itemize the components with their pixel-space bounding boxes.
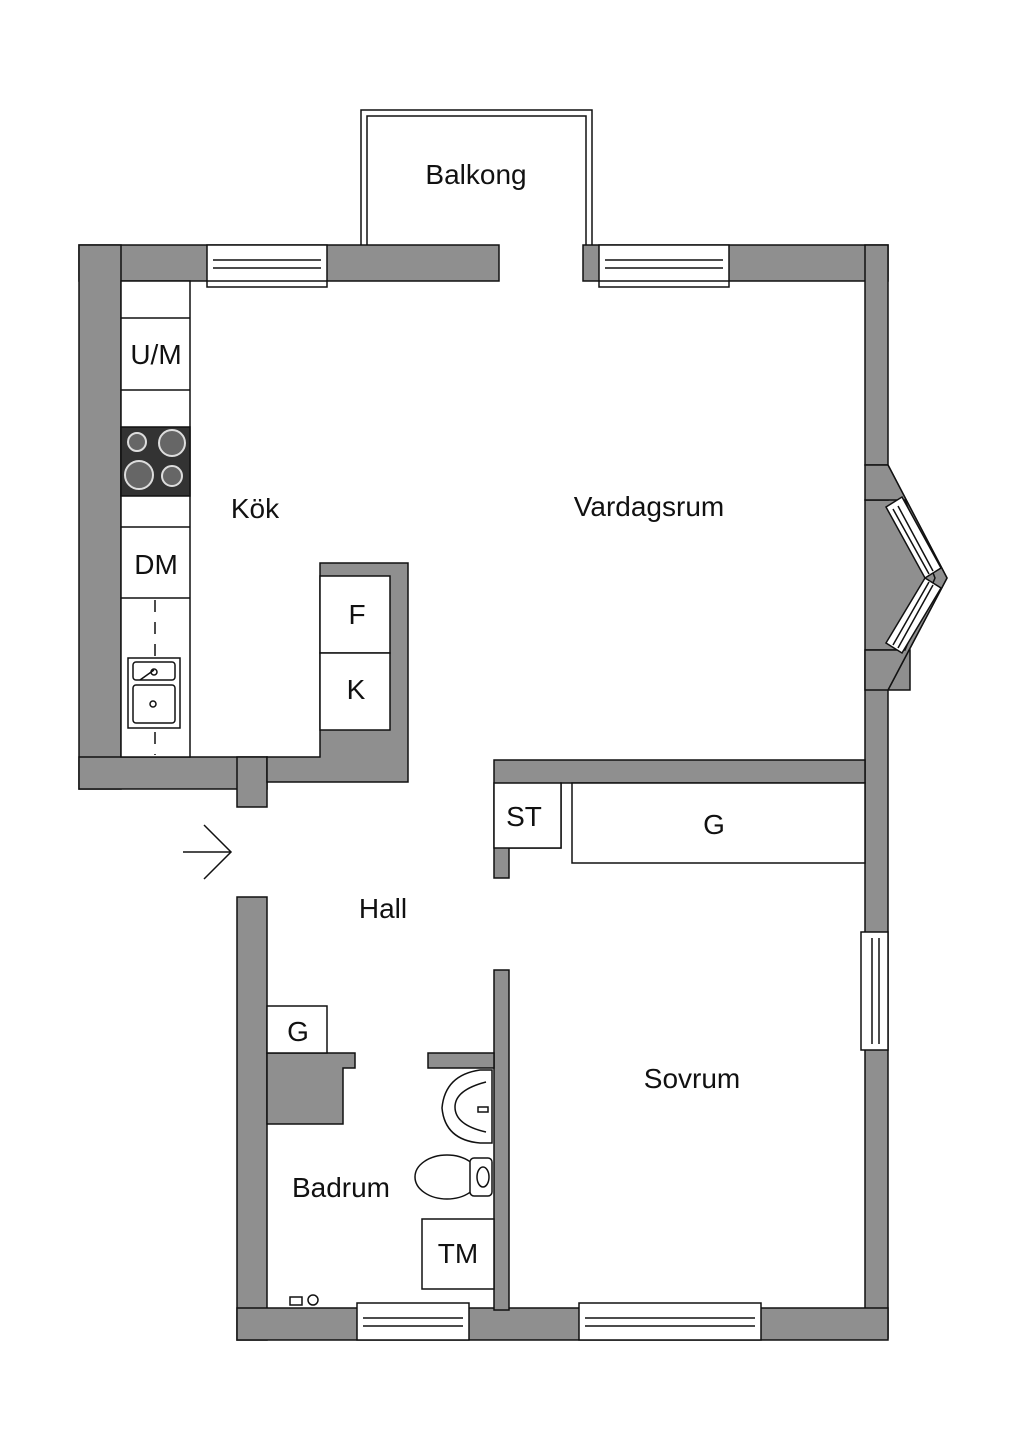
window-living (598, 244, 730, 288)
hall-entry-stub (236, 756, 268, 808)
freezer (319, 575, 391, 654)
wardrobe-bedroom (571, 782, 866, 864)
wardrobe-hall (266, 1005, 328, 1054)
wardrobe-bedroom-label: G (703, 809, 725, 840)
fridge-label: K (347, 674, 366, 705)
balcony (360, 109, 593, 245)
room-label-kitchen: Kök (231, 493, 280, 524)
window-kitchen (206, 244, 328, 288)
south-wall (236, 1307, 889, 1341)
oven-microwave-label: U/M (130, 339, 181, 370)
fridge (319, 652, 391, 731)
window-bedroom-east (860, 931, 889, 1051)
dishwasher-label: DM (134, 549, 178, 580)
bathroom-north-wall (266, 1052, 356, 1125)
freezer-label: F (348, 599, 365, 630)
window-bay-lower (884, 576, 943, 655)
balcony-inner (366, 115, 587, 245)
toilet-icon (414, 1154, 493, 1200)
bay-wall (864, 464, 948, 691)
room-label-hall: Hall (359, 893, 407, 924)
balcony-outline (360, 109, 593, 245)
kitchen-counter: U/M DM (120, 280, 191, 758)
storage-label: ST (506, 801, 542, 832)
washbasin-icon (441, 1069, 493, 1144)
fridge-freezer: F K (319, 575, 391, 731)
sink-icon (127, 657, 181, 729)
washing-machine (421, 1218, 495, 1290)
storage-closet (493, 782, 562, 849)
bathroom-fixtures: TM (289, 1069, 495, 1306)
entrance-arrow-icon (183, 824, 233, 880)
wardrobe-hall-label: G (287, 1016, 309, 1047)
room-label-bedroom: Sovrum (644, 1063, 740, 1094)
room-label-balcony: Balkong (425, 159, 526, 190)
bathroom-door-stub (427, 1052, 495, 1069)
east-wall-upper (864, 244, 948, 1339)
storage-units: ST G G (266, 782, 866, 1054)
room-label-bathroom: Badrum (292, 1172, 390, 1203)
drain-icon (289, 1294, 319, 1306)
room-labels: Balkong Kök Vardagsrum Hall Badrum Sovru… (231, 159, 740, 1203)
window-bedroom-south (578, 1302, 762, 1341)
bedroom-west-wall (493, 969, 510, 1311)
stove-icon (120, 426, 191, 497)
washer-label: TM (438, 1238, 478, 1269)
window-bay-upper (885, 495, 942, 580)
room-label-living: Vardagsrum (574, 491, 724, 522)
west-wall-kitchen (78, 244, 122, 790)
window-bathroom (356, 1302, 470, 1341)
west-wall-lower (236, 896, 268, 1341)
windows (206, 244, 943, 1341)
